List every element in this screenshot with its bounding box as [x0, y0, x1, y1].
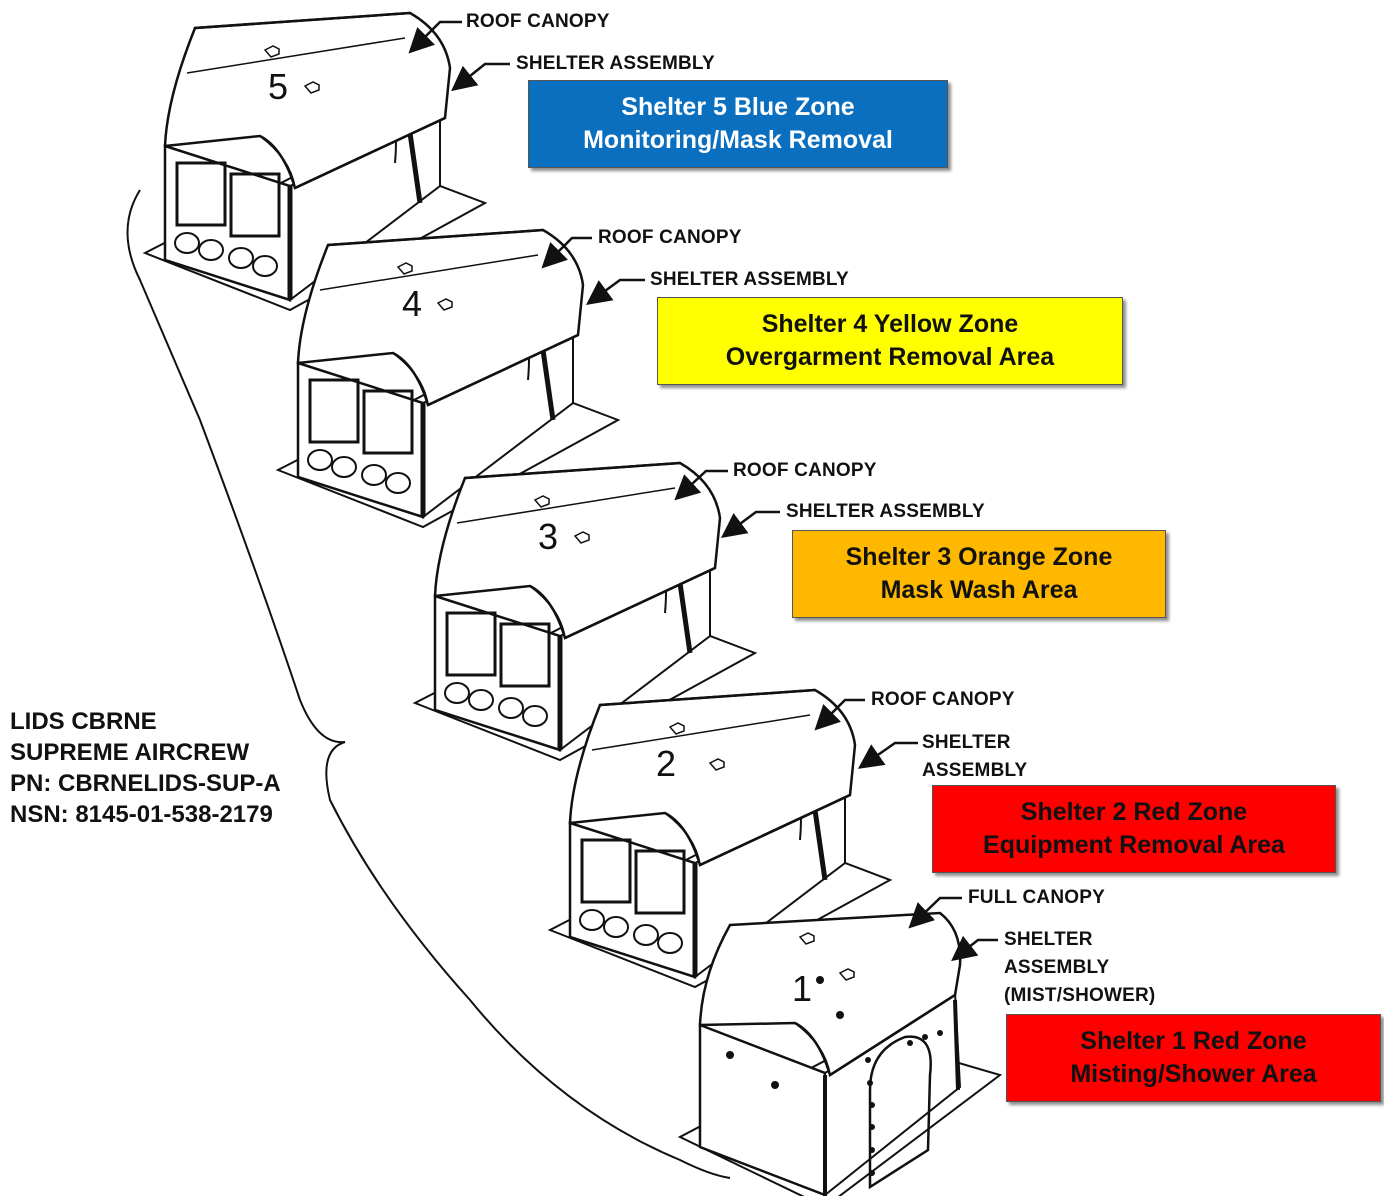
shelter-1-assembly-label-3: (MIST/SHOWER) — [1004, 985, 1156, 1006]
shelter-4-canopy-label: ROOF CANOPY — [598, 227, 742, 248]
shelter-1-zone-desc: Misting/Shower Area — [1070, 1060, 1317, 1088]
kit-nsn: NSN: 8145-01-538-2179 — [10, 801, 273, 828]
shelter-4-zone-title: Shelter 4 Yellow Zone — [761, 310, 1019, 338]
shelter-4-number: 4 — [402, 283, 423, 324]
shelter-3-number: 3 — [538, 516, 559, 557]
shelter-1-assembly-label-1: SHELTER — [1004, 929, 1093, 950]
shelter-2-canopy-label: ROOF CANOPY — [871, 689, 1015, 710]
kit-name: LIDS CBRNE — [10, 708, 157, 735]
shelter-1-number: 1 — [792, 968, 813, 1009]
shelter-5-zone-desc: Monitoring/Mask Removal — [583, 126, 893, 154]
shelter-3-zone-title: Shelter 3 Orange Zone — [845, 543, 1113, 571]
shelter-4-zone-box: Shelter 4 Yellow Zone Overgarment Remova… — [657, 297, 1123, 385]
shelter-1-assembly-label-2: ASSEMBLY — [1004, 957, 1110, 978]
shelter-5-canopy-label: ROOF CANOPY — [466, 11, 610, 32]
shelter-4-zone-desc: Overgarment Removal Area — [725, 343, 1055, 371]
grouping-bracket — [126, 189, 731, 1179]
shelter-3-assembly-label: SHELTER ASSEMBLY — [786, 501, 985, 522]
shelter-5-assembly-label: SHELTER ASSEMBLY — [516, 53, 715, 74]
shelter-1-zone-title: Shelter 1 Red Zone — [1080, 1027, 1307, 1055]
shelter-4-assembly-label: SHELTER ASSEMBLY — [650, 269, 849, 290]
shelter-1-canopy-label: FULL CANOPY — [968, 887, 1105, 908]
shelter-3-canopy-label: ROOF CANOPY — [733, 460, 877, 481]
shelter-3-zone-desc: Mask Wash Area — [880, 576, 1078, 604]
shelter-2-zone-desc: Equipment Removal Area — [983, 831, 1285, 859]
shelter-3-zone-box: Shelter 3 Orange Zone Mask Wash Area — [792, 530, 1166, 618]
shelter-2-number: 2 — [656, 743, 677, 784]
kit-variant: SUPREME AIRCREW — [10, 739, 250, 766]
shelter-5-zone-title: Shelter 5 Blue Zone — [621, 93, 855, 121]
shelter-2-assembly-label-1: SHELTER — [922, 732, 1011, 753]
shelter-2-zone-title: Shelter 2 Red Zone — [1020, 798, 1248, 826]
kit-info-block: LIDS CBRNE SUPREME AIRCREW PN: CBRNELIDS… — [10, 706, 281, 830]
shelter-2-zone-box: Shelter 2 Red Zone Equipment Removal Are… — [932, 785, 1336, 873]
shelter-5-number: 5 — [268, 66, 289, 107]
shelter-1-drawing — [678, 911, 1002, 1196]
shelter-2-assembly-label-2: ASSEMBLY — [922, 760, 1028, 781]
shelter-5-zone-box: Shelter 5 Blue Zone Monitoring/Mask Remo… — [528, 80, 948, 168]
kit-part-number: PN: CBRNELIDS-SUP-A — [10, 770, 281, 797]
shelter-1-zone-box: Shelter 1 Red Zone Misting/Shower Area — [1006, 1014, 1381, 1102]
